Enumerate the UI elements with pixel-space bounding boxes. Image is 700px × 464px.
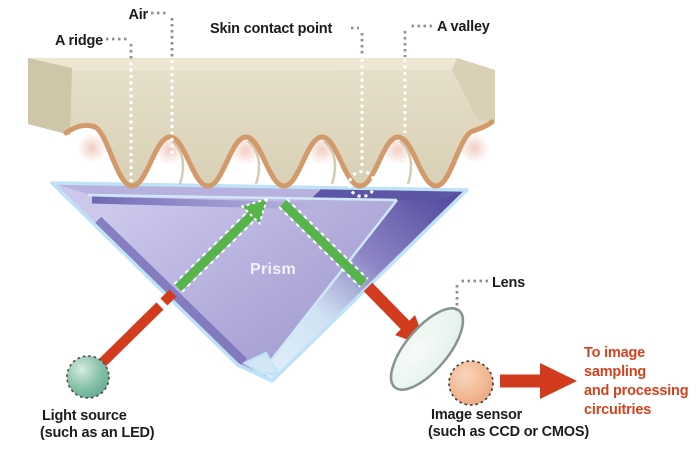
skin-top-bevel [28,58,457,71]
light-source-label-line1: Light source [42,408,127,424]
ridge-label: A ridge [55,33,103,49]
air-leader-gray [151,11,174,58]
light-source-label-line2: (such as an LED) [40,425,155,441]
prism-label: Prism [250,261,296,278]
sensor-output-arrowhead [540,363,577,399]
prism-top-face-right [312,188,467,201]
output-text-line1: To image [584,345,645,361]
valley-label: A valley [437,19,490,35]
image-sensor: Image sensor (such as CCD or CMOS) [428,360,590,440]
incident-beam-refraction-segment [160,289,177,306]
exit-beam [363,282,413,333]
light-source: Light source (such as an LED) [40,355,155,441]
prism-outline [50,181,469,383]
image-sensor-ball [448,360,494,406]
skin-left-bevel [28,58,72,135]
skin-right-bevel [452,58,495,122]
incident-beam [97,302,164,368]
ridge-leader-gray [106,37,133,60]
lens-leader-line [455,279,488,311]
callouts: A ridge Air Skin contact point A valley [55,7,490,198]
ridge-ribbon-edges [171,140,413,185]
prism-shade-band-top [91,196,317,210]
air-label: Air [128,7,148,23]
skin-body [28,58,495,186]
image-sensor-label-line1: Image sensor [431,407,523,423]
image-sensor-label-line2: (such as CCD or CMOS) [428,424,589,440]
light-path [97,197,427,368]
lens-label: Lens [492,275,525,291]
lens-glass [389,307,465,391]
internal-beam-up [174,210,257,292]
output-text-line4: circuitries [584,402,651,418]
prism-front-face [52,183,467,381]
output: To image sampling and processing circuit… [500,345,689,418]
reflected-beam-down [279,199,368,287]
contact-label: Skin contact point [210,21,332,37]
contact-point-circle [348,170,376,198]
prism-inner-edge-right [261,199,398,373]
internal-beam-up-arrowhead [240,197,269,226]
prism: Prism [50,181,469,383]
lens: Lens [389,275,525,391]
light-source-ball [66,355,110,399]
output-text-line2: sampling [584,364,646,380]
contact-leader-gray [351,26,364,57]
output-text-line3: and processing [584,383,688,399]
valley-leader-gray [403,24,432,57]
prism-inner-edge-top [87,193,398,202]
fingerprint-ridge-outline [63,119,495,189]
skin-block [28,58,495,189]
